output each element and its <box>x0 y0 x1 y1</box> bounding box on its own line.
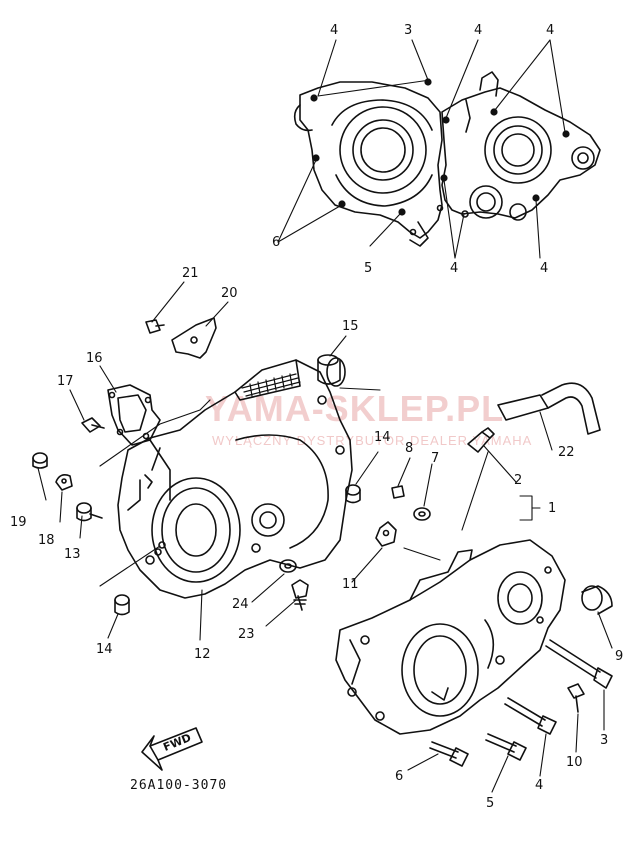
callout-21: 21 <box>182 266 199 281</box>
part-9-bushing <box>581 585 613 615</box>
crankcase-top-view <box>293 71 601 247</box>
lower-leader-lines <box>37 281 613 793</box>
part-14-dowel-left <box>114 594 130 616</box>
callout-4-top-mid: 4 <box>474 23 483 38</box>
part-20-bracket <box>171 317 217 359</box>
part-23-plug <box>291 579 309 611</box>
crankcase-left-half <box>117 359 353 599</box>
watermark-brand: YAMA-SKLEP.PL <box>205 388 505 429</box>
callout-15: 15 <box>342 319 359 334</box>
callout-4-bottom: 4 <box>535 778 544 793</box>
long-bolt-6 <box>429 741 469 767</box>
part-19-bolt <box>32 452 48 469</box>
callout-17: 17 <box>57 374 74 389</box>
callout-12: 12 <box>194 647 211 662</box>
callout-10: 10 <box>566 755 583 770</box>
part-13-bolt <box>76 502 103 522</box>
callout-6-top: 6 <box>272 235 281 250</box>
callout-4-top-br: 4 <box>540 261 549 276</box>
callout-19: 19 <box>10 515 27 530</box>
callout-9: 9 <box>615 649 624 664</box>
callout-3-bottom: 3 <box>600 733 609 748</box>
callout-16: 16 <box>86 351 103 366</box>
part-code: 26A100-3070 <box>130 778 228 793</box>
callout-13: 13 <box>64 547 81 562</box>
callout-6-bottom: 6 <box>395 769 404 784</box>
callout-5-bottom: 5 <box>486 796 495 811</box>
part-24-washer <box>279 559 297 573</box>
top-leader-lines <box>277 39 566 259</box>
part-7-washer <box>413 507 431 521</box>
callout-2: 2 <box>514 473 523 488</box>
callout-4-top-bottom: 4 <box>450 261 459 276</box>
part-15-bushing <box>317 354 346 387</box>
part-21-bolt <box>145 319 165 334</box>
part-16-gasket <box>107 384 161 446</box>
callout-24: 24 <box>232 597 249 612</box>
callout-7: 7 <box>431 451 440 466</box>
callout-14-mid: 14 <box>374 430 391 445</box>
part-2-fitting <box>467 427 495 453</box>
part-14-dowel-right <box>345 484 361 504</box>
callout-3-top: 3 <box>404 23 413 38</box>
crankcase-right-half <box>335 539 566 735</box>
part-17-bolt <box>81 417 105 433</box>
callout-14-left: 14 <box>96 642 113 657</box>
part-18-clip <box>55 474 73 491</box>
callout-4-top-left: 4 <box>330 23 339 38</box>
callout-8: 8 <box>405 441 414 456</box>
callout-11: 11 <box>342 577 359 592</box>
bolt-10 <box>567 683 585 713</box>
callout-20: 20 <box>221 286 238 301</box>
callout-23: 23 <box>238 627 255 642</box>
callout-22: 22 <box>558 445 575 460</box>
part-11-bracket <box>375 521 397 547</box>
long-bolt-3 <box>545 639 613 689</box>
long-bolt-4 <box>504 697 557 735</box>
callout-5-top: 5 <box>364 261 373 276</box>
watermark-tagline: WYŁĄCZNY DYSTRYBUTOR DEALER YAMAHA <box>212 433 533 448</box>
callout-1: 1 <box>548 501 557 516</box>
part-22-hose <box>497 382 601 435</box>
long-bolt-5 <box>485 733 527 761</box>
callout-4-top-right: 4 <box>546 23 555 38</box>
fwd-arrow <box>141 727 203 771</box>
callout-18: 18 <box>38 533 55 548</box>
part-8-bolt <box>391 485 405 499</box>
